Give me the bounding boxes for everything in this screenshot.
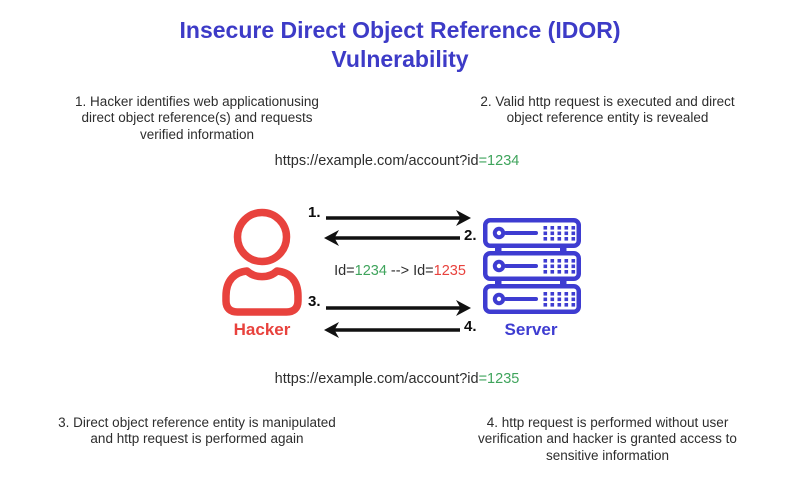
step-2-line: 2. Valid http request is executed and di… xyxy=(480,94,735,109)
step-2-line: object reference entity is revealed xyxy=(506,110,709,126)
step-4-line: 4. http request is performed without use… xyxy=(486,415,729,430)
arrow-2-response xyxy=(324,230,460,246)
hacker-body xyxy=(222,267,302,316)
request-url-manipulated: https://example.com/account?id=1235 xyxy=(2,371,792,387)
url-base: https://example.com/account?id xyxy=(274,371,479,387)
id-label-old: Id= xyxy=(334,263,355,279)
request-url-original: https://example.com/account?id=1234 xyxy=(2,153,792,169)
page-title: Insecure Direct Object Reference (IDOR) … xyxy=(0,16,800,73)
step-3-description: 3. Direct object reference entity is man… xyxy=(22,415,372,448)
arrow-4-response xyxy=(324,322,460,338)
url-base: https://example.com/account?id xyxy=(274,153,479,169)
id-label-new: Id= xyxy=(413,263,434,279)
step-3-line: and http request is performed again xyxy=(90,431,304,447)
step-1-line: direct object reference(s) and requests xyxy=(81,110,313,126)
id-manipulation-text: Id=1234 --> Id=1235 xyxy=(300,263,500,279)
step-4-line: verification and hacker is granted acces… xyxy=(478,431,737,447)
step-4-description: 4. http request is performed without use… xyxy=(430,415,785,464)
request-response-arrows xyxy=(324,210,471,338)
url-id-highlight: =1235 xyxy=(478,371,520,387)
server-label: Server xyxy=(504,320,558,339)
step-1-line: verified information xyxy=(139,126,255,142)
arrow-3-request xyxy=(326,300,471,316)
id-arrow-text: --> xyxy=(386,263,414,279)
id-value-old: 1234 xyxy=(354,263,387,279)
arrow-3-number: 3. xyxy=(308,293,321,310)
arrow-4-number: 4. xyxy=(464,318,477,335)
arrow-1-request xyxy=(326,210,471,226)
step-1-description: 1. Hacker identifies web applicationusin… xyxy=(32,94,362,143)
page-title-line-2: Vulnerability xyxy=(331,45,469,72)
id-value-new: 1235 xyxy=(433,263,466,279)
step-4-line: sensitive information xyxy=(545,447,670,463)
step-1-line: 1. Hacker identifies web applicationusin… xyxy=(75,94,319,109)
hacker-label: Hacker xyxy=(233,320,291,339)
arrow-1-number: 1. xyxy=(308,204,321,221)
page-title-line-1: Insecure Direct Object Reference (IDOR) xyxy=(179,17,621,43)
step-2-description: 2. Valid http request is executed and di… xyxy=(435,94,780,127)
step-3-line: 3. Direct object reference entity is man… xyxy=(58,415,336,430)
hacker-person-icon xyxy=(222,208,302,316)
arrow-2-number: 2. xyxy=(464,227,477,244)
url-id-highlight: =1234 xyxy=(478,153,520,169)
hacker-head xyxy=(233,208,291,266)
